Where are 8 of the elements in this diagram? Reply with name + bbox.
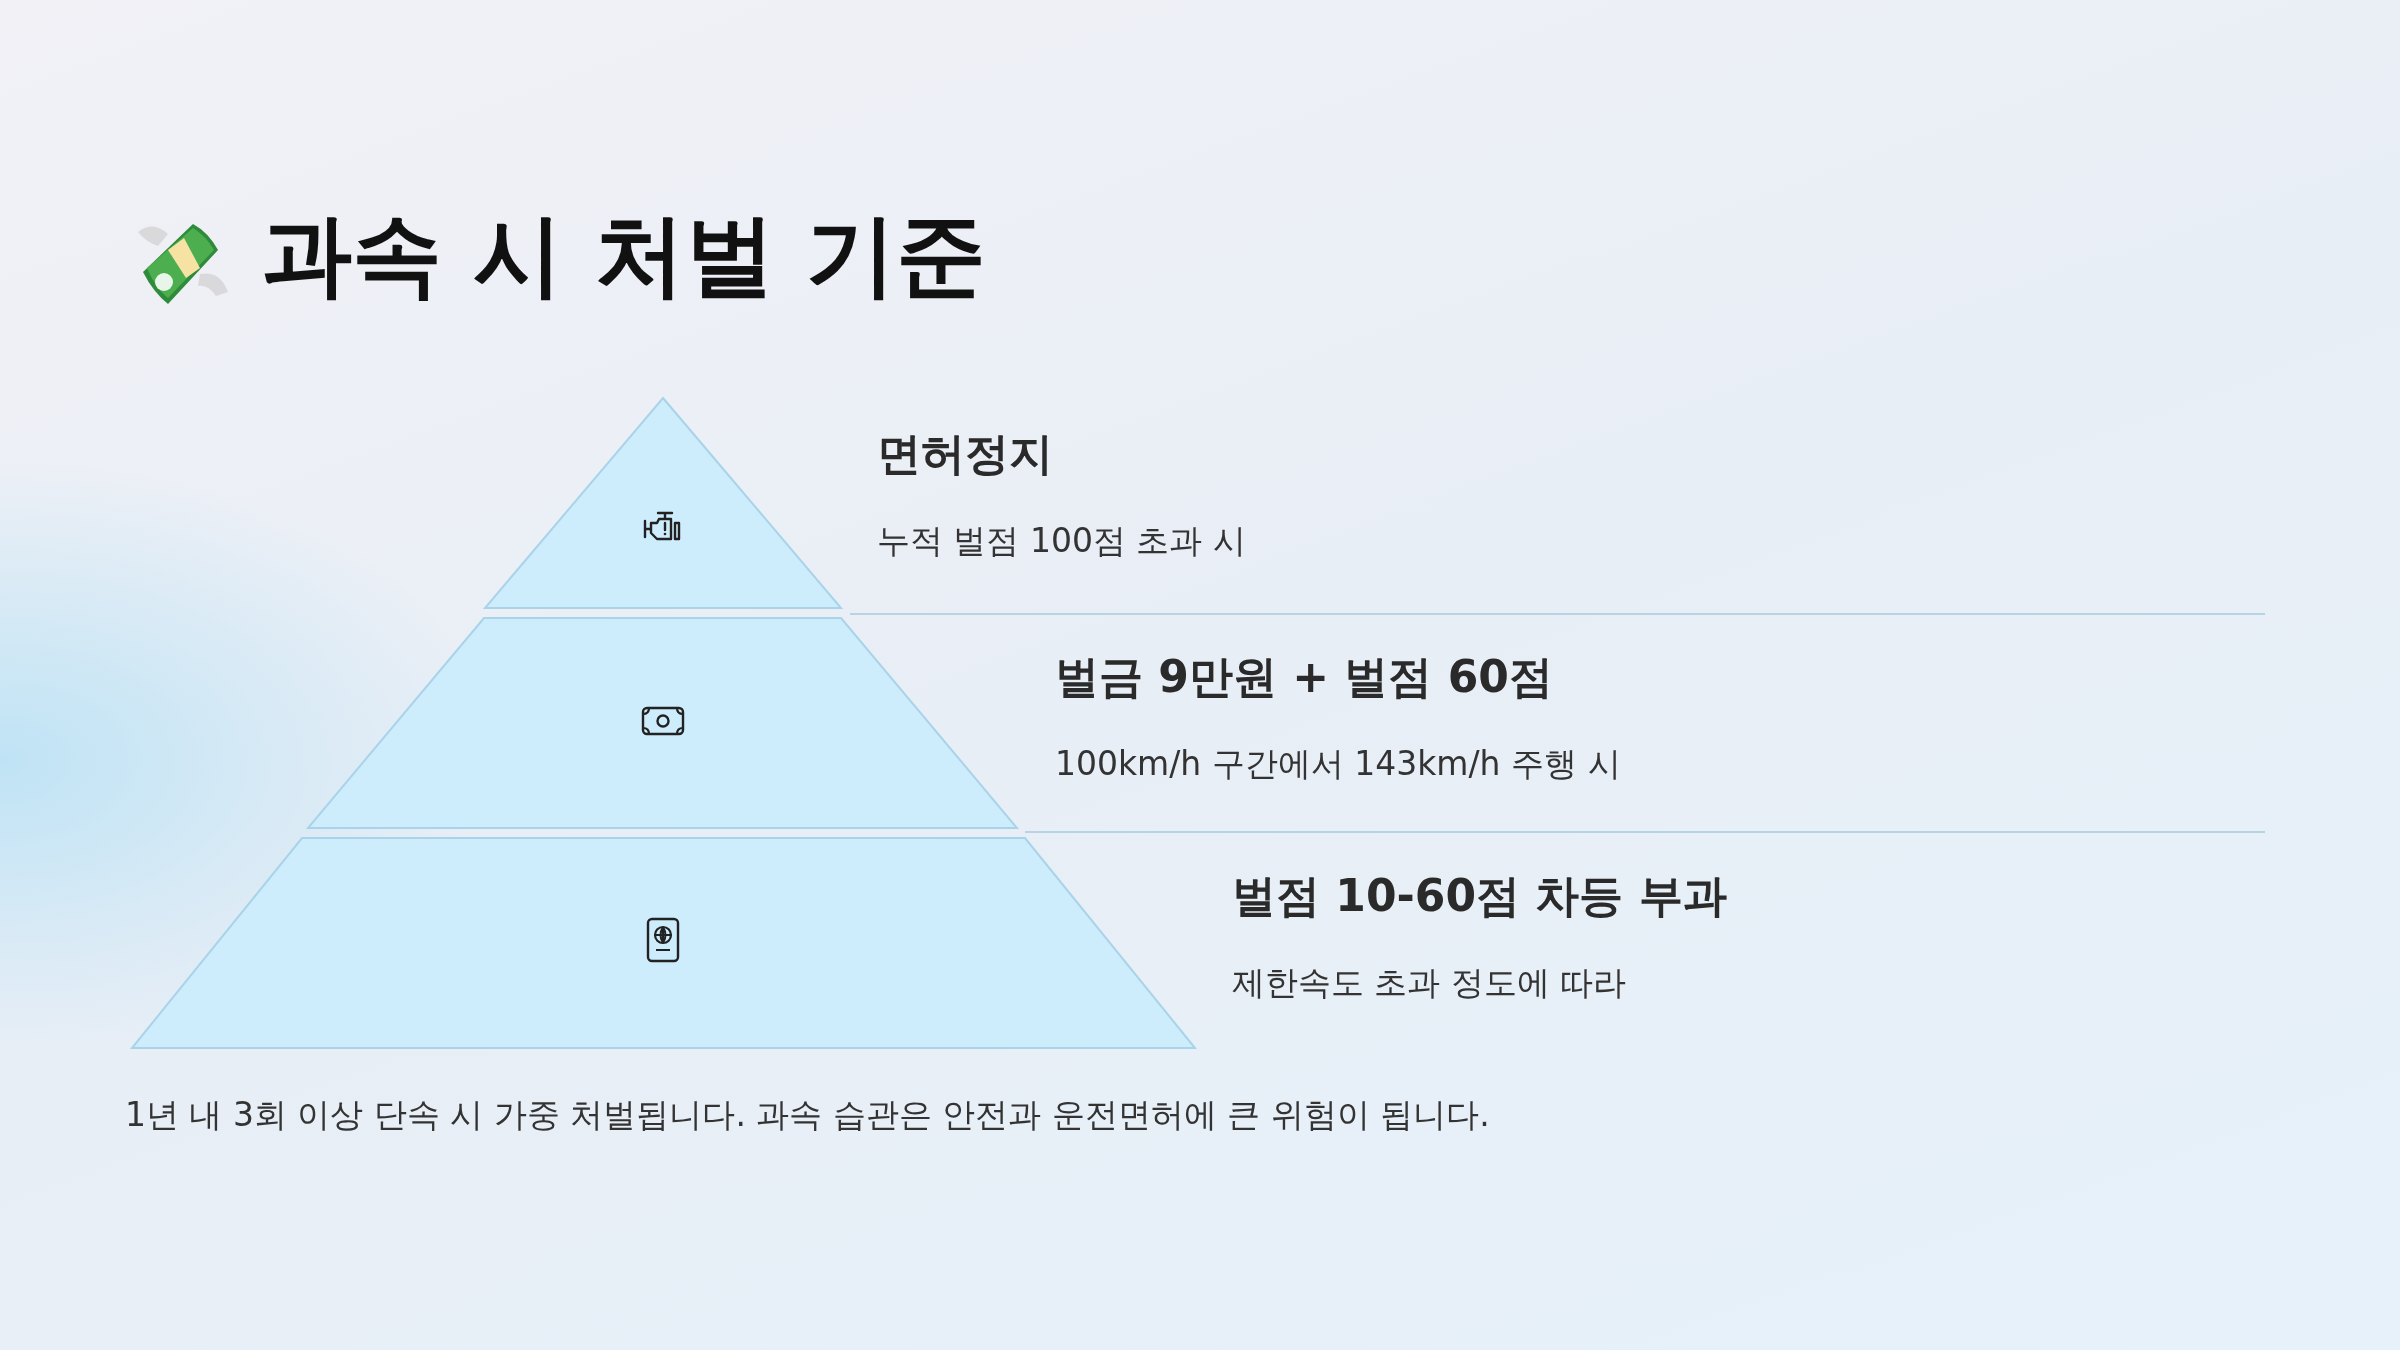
tier-heading: 벌금 9만원 + 벌점 60점 (1055, 650, 1553, 704)
tier-description: 100km/h 구간에서 143km/h 주행 시 (1055, 743, 1621, 785)
tier-description: 제한속도 초과 정도에 따라 (1232, 962, 1627, 1004)
title: 과속 시 처벌 기준 (262, 201, 986, 309)
tier-heading: 벌점 10-60점 차등 부과 (1232, 869, 1727, 923)
tier-description: 누적 벌점 100점 초과 시 (877, 520, 1246, 562)
tier-heading: 면허정지 (877, 427, 1053, 481)
caption: 1년 내 3회 이상 단속 시 가중 처벌됩니다. 과속 습관은 안전과 운전면허에 큰 위험이 됩니다. (125, 1094, 1490, 1136)
